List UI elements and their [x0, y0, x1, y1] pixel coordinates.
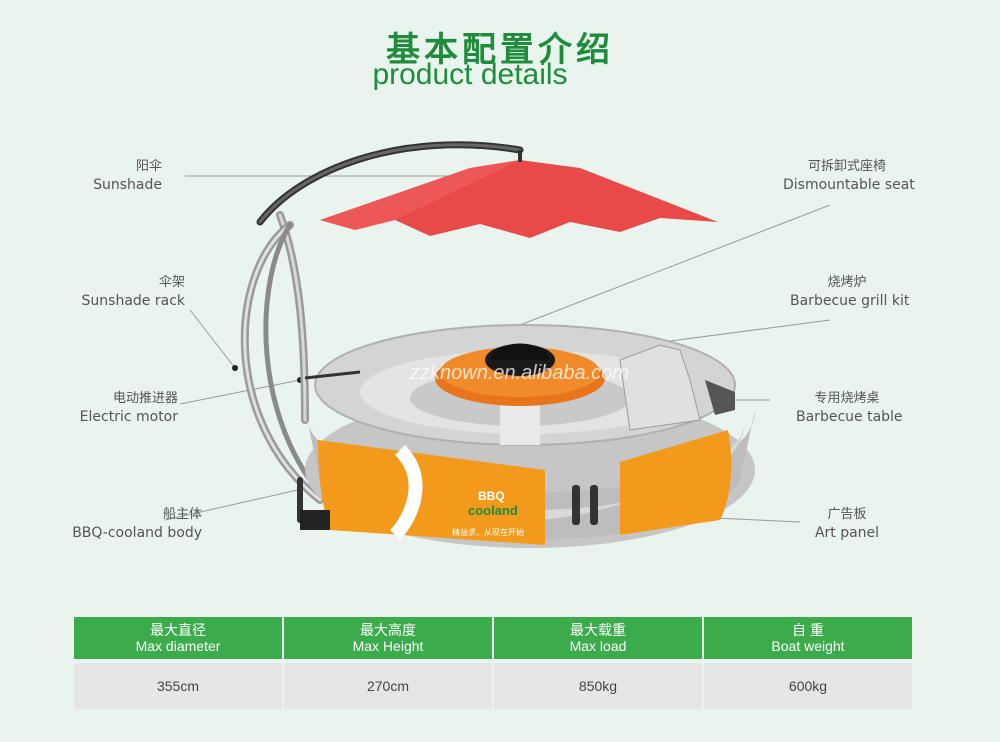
label-barbecue-table: 专用烧烤桌 Barbecue table	[796, 390, 903, 426]
specs-table: 最大直径 Max diameter 最大高度 Max Height 最大载重 M…	[72, 617, 914, 709]
label-sunshade-cn: 阳伞	[135, 159, 162, 174]
label-art-panel-cn: 广告板	[827, 507, 867, 522]
spec-header-en: Max Height	[352, 638, 424, 654]
label-boat-body-cn: 船主体	[162, 507, 202, 522]
label-grill-kit-cn: 烧烤炉	[827, 275, 867, 290]
spec-value-boat-weight: 600kg	[704, 659, 912, 709]
label-electric-motor-cn: 电动推进器	[112, 391, 178, 406]
spec-header-cn: 最大直径	[150, 622, 206, 638]
spec-header-cn: 最大高度	[360, 622, 416, 638]
leader-line-grill-kit	[639, 319, 831, 346]
spec-value-max-load: 850kg	[494, 659, 702, 709]
spec-header-boat-weight: 自 重 Boat weight	[704, 617, 912, 659]
spec-header-max-load: 最大载重 Max load	[494, 617, 702, 659]
spec-header-cn: 最大载重	[570, 622, 626, 638]
sunshade	[320, 150, 718, 238]
sunshade-rack	[240, 141, 524, 523]
spec-header-cn: 自 重	[792, 622, 824, 638]
leader-line-electric-motor	[179, 379, 301, 405]
leader-line-sunshade-rack	[189, 309, 236, 369]
label-sunshade-rack: 伞架 Sunshade rack	[82, 274, 185, 310]
label-grill-kit: 烧烤炉 Barbecue grill kit	[790, 274, 910, 310]
label-electric-motor: 电动推进器 Electric motor	[80, 390, 178, 426]
label-art-panel: 广告板 Art panel	[812, 506, 882, 542]
label-grill-kit-en: Barbecue grill kit	[790, 293, 910, 309]
spec-value-max-height: 270cm	[284, 659, 492, 709]
label-barbecue-table-en: Barbecue table	[796, 409, 903, 425]
spec-header-en: Max diameter	[135, 638, 221, 654]
boat-slogan: 精益求，从现在开始	[452, 527, 524, 537]
spec-header-max-diameter: 最大直径 Max diameter	[74, 617, 282, 659]
label-sunshade-en: Sunshade	[93, 177, 162, 193]
page-title-cn: 基本配置介绍	[386, 30, 614, 70]
label-barbecue-table-cn: 专用烧烤桌	[814, 391, 880, 406]
label-dismountable-seat-en: Dismountable seat	[783, 177, 915, 193]
label-electric-motor-en: Electric motor	[79, 409, 178, 425]
label-art-panel-en: Art panel	[814, 525, 880, 541]
label-boat-body-en: BBQ-cooland body	[72, 525, 202, 541]
label-dismountable-seat-cn: 可拆卸式座椅	[807, 159, 886, 174]
label-dismountable-seat: 可拆卸式座椅 Dismountable seat	[783, 158, 915, 194]
watermark: zzknown.en.alibaba.com	[410, 362, 630, 384]
specs-value-row: 355cm 270cm 850kg 600kg	[74, 659, 912, 709]
spec-header-en: Max load	[569, 638, 627, 654]
boat-brand-bottom: cooland	[468, 503, 518, 518]
boat-body	[300, 324, 755, 548]
specs-header-row: 最大直径 Max diameter 最大高度 Max Height 最大载重 M…	[74, 617, 912, 659]
page-title-en: product details	[372, 58, 568, 91]
label-sunshade-rack-en: Sunshade rack	[81, 293, 185, 309]
leader-line-dismountable-seat	[519, 204, 831, 326]
boat-brand-top: BBQ	[478, 489, 505, 503]
spec-value-max-diameter: 355cm	[74, 659, 282, 709]
label-boat-body: 船主体 BBQ-cooland body	[72, 506, 202, 542]
label-sunshade: 阳伞 Sunshade	[93, 158, 162, 194]
spec-header-max-height: 最大高度 Max Height	[284, 617, 492, 659]
spec-header-en: Boat weight	[771, 638, 845, 654]
label-sunshade-rack-cn: 伞架	[158, 275, 185, 290]
